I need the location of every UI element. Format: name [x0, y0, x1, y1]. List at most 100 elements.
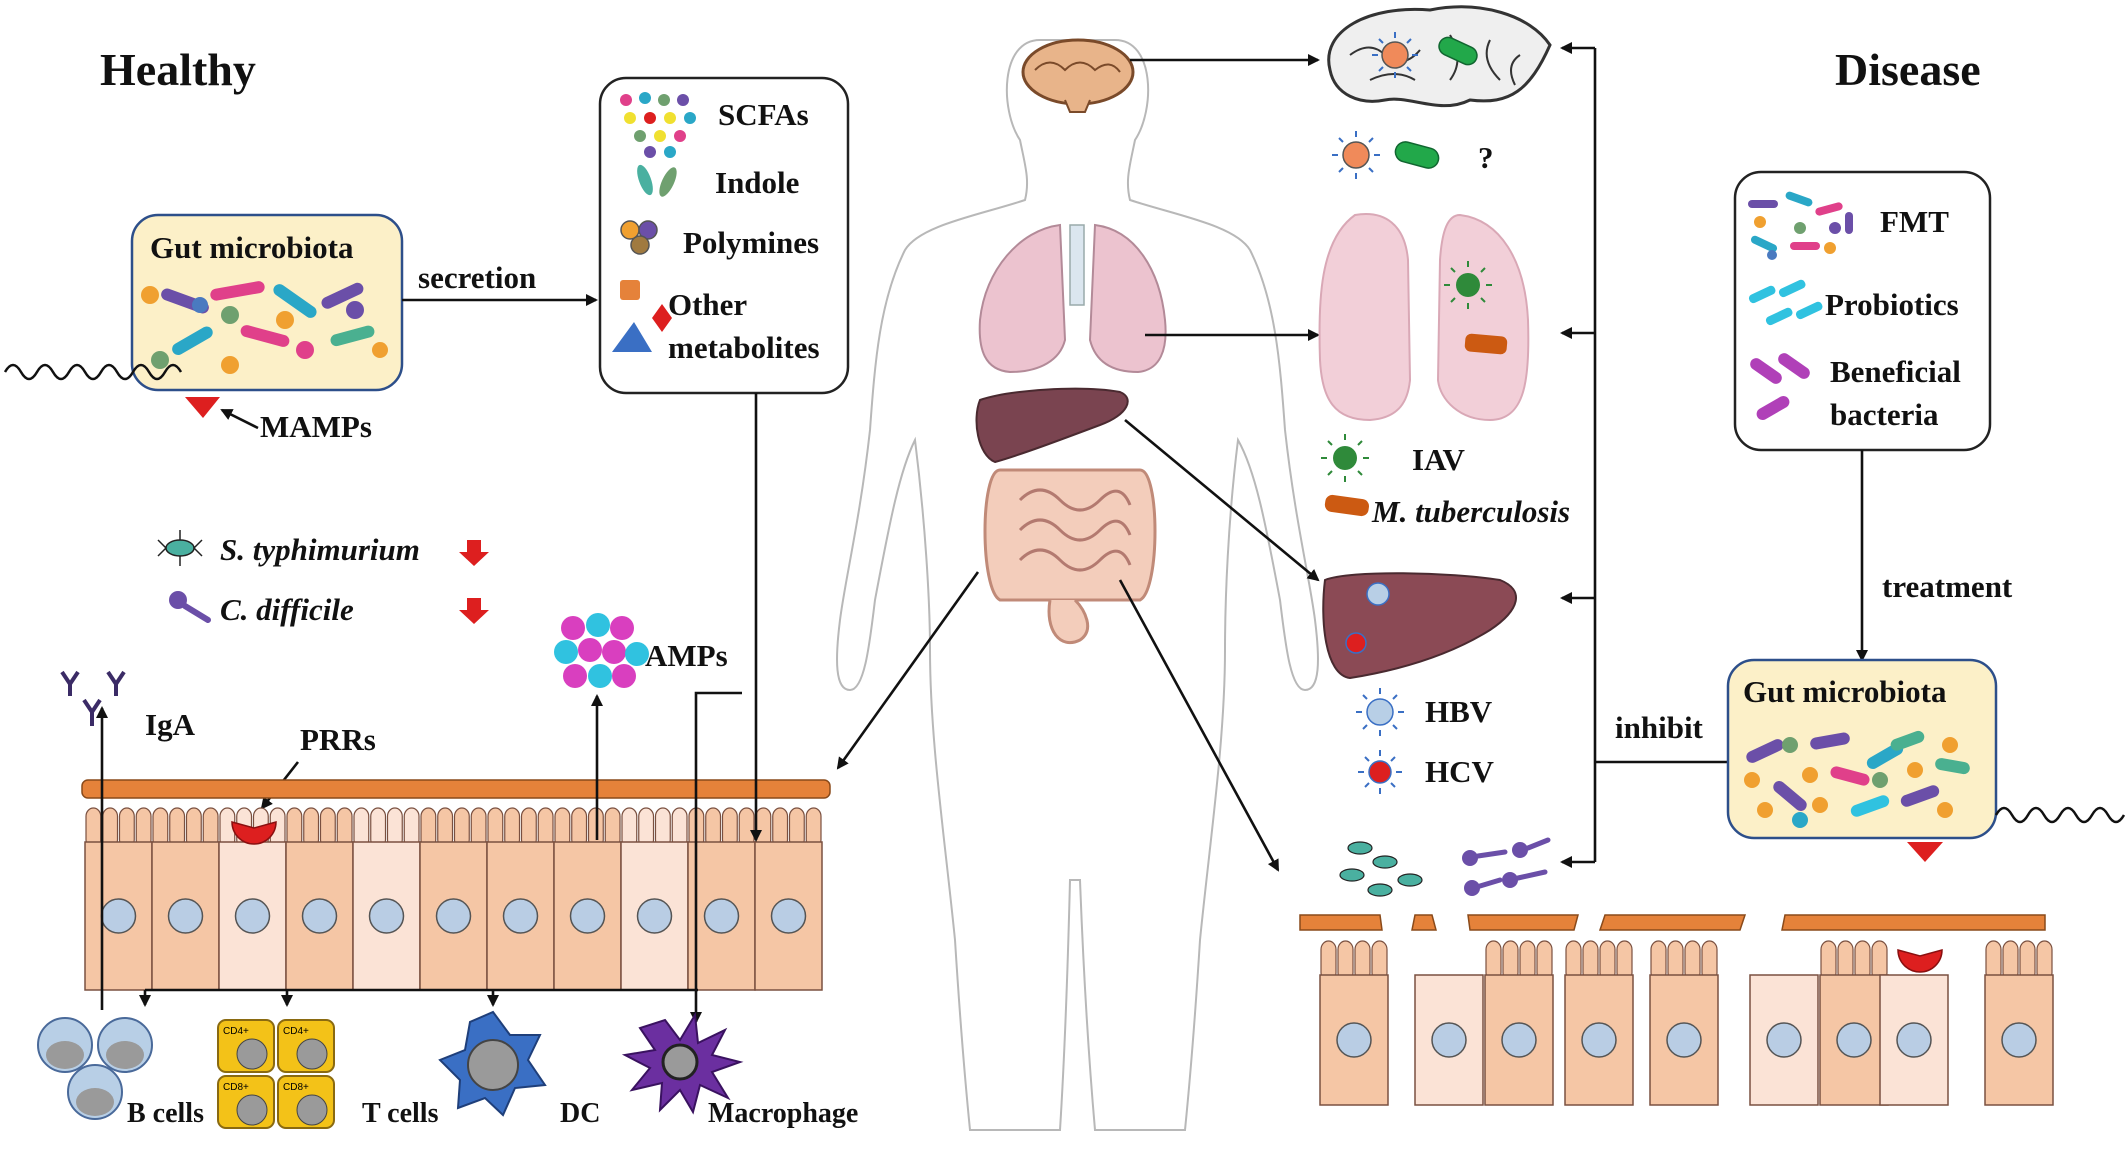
fmt-label: FMT — [1880, 204, 1949, 239]
amps-icon — [554, 613, 649, 688]
disease-pathogens-cluster — [1339, 837, 1551, 897]
disease-liver-icon — [1322, 572, 1517, 680]
m-tuberculosis-icon — [1324, 494, 1369, 517]
arrow-liver — [1124, 418, 1320, 582]
metabolites-label: metabolites — [668, 330, 820, 365]
body-intestine-icon — [983, 468, 1157, 644]
indole-label: Indole — [715, 165, 799, 200]
prrs-receptor-icon — [231, 821, 277, 845]
polymines-icon — [620, 220, 658, 255]
other-label: Other — [668, 287, 747, 322]
healthy-gut-microbiota-box: Gut microbiota — [130, 213, 404, 392]
mamps-label: MAMPs — [260, 409, 372, 444]
epithelial-cell — [1564, 940, 1634, 1106]
healthy-epithelium — [81, 779, 831, 991]
other-metabolite-square-icon — [620, 280, 640, 300]
arrow-gut-disease — [1118, 579, 1280, 872]
epithelial-cell — [553, 807, 622, 991]
s-typhimurium-icon — [157, 530, 203, 566]
indole-icon — [637, 164, 677, 197]
healthy-mucus-layer — [81, 779, 831, 799]
prrs-label: PRRs — [300, 722, 376, 757]
probiotics-label: Probiotics — [1825, 287, 1959, 322]
epithelial-cell — [419, 807, 488, 991]
healthy-wavy-line — [3, 363, 183, 381]
m-tuberculosis-label: M. tuberculosis — [1371, 494, 1570, 529]
beneficial-bacteria-icon — [1750, 353, 1810, 420]
iga-icon — [60, 670, 126, 726]
epithelial-cell — [754, 807, 823, 991]
macrophage-label: Macrophage — [708, 1098, 858, 1129]
epithelial-cell — [1414, 974, 1484, 1106]
epithelial-cell — [1819, 940, 1889, 1106]
dc-label: DC — [560, 1098, 600, 1129]
probiotics-icon — [1748, 279, 1823, 326]
s-typhimurium-down-arrow — [459, 540, 489, 566]
hcv-label: HCV — [1425, 754, 1495, 789]
treatment-box: FMT Probiotics Beneficial bacteria — [1733, 170, 1992, 452]
other-metabolite-diamond-icon — [652, 304, 672, 332]
iav-label: IAV — [1412, 442, 1465, 477]
cd-label-4: CD8+ — [283, 1082, 309, 1093]
scfas-label: SCFAs — [718, 97, 809, 132]
hbv-icon — [1356, 688, 1404, 736]
c-difficile-label: C. difficile — [220, 592, 354, 627]
disease-gut-box-title: Gut microbiota — [1743, 674, 1947, 709]
scfas-icon — [620, 92, 696, 158]
healthy-gut-box-title: Gut microbiota — [150, 230, 354, 265]
metabolites-box: SCFAs Indole Polymines Other metabolites — [598, 76, 850, 395]
bacteria-cluster-right — [1744, 730, 1970, 828]
polymines-label: Polymines — [683, 225, 819, 260]
healthy-title: Healthy — [100, 44, 256, 95]
disease-mucus-fragments — [1299, 914, 2046, 931]
disease-title: Disease — [1835, 44, 1981, 95]
epithelial-cell — [1749, 974, 1819, 1106]
epithelial-cell — [84, 807, 153, 991]
t-cells-label: T cells — [362, 1098, 439, 1129]
disease-epithelium — [1299, 914, 2054, 1106]
bacteria-label: bacteria — [1830, 397, 1939, 432]
unknown-pathogen-icons — [1332, 131, 1440, 179]
disease-brain-icon — [1327, 5, 1552, 108]
disease-wavy-line — [1994, 806, 2126, 824]
disease-gut-microbiota-box: Gut microbiota — [1726, 658, 1998, 840]
hbv-label: HBV — [1425, 694, 1493, 729]
epithelial-cell — [151, 807, 220, 991]
mamps-arrow — [220, 408, 259, 430]
disease-prrs-receptor-icon — [1897, 949, 1943, 973]
inhibit-label: inhibit — [1615, 710, 1704, 745]
epithelial-cell — [285, 807, 354, 991]
mamps-icon — [185, 397, 220, 418]
cd-label-2: CD4+ — [283, 1026, 309, 1037]
cd-label-1: CD4+ — [223, 1026, 249, 1037]
iga-label: IgA — [145, 707, 196, 742]
t-cells-icon: CD4+ CD4+ CD8+ CD8+ — [217, 1019, 335, 1129]
question-mark: ? — [1478, 140, 1494, 175]
dc-nucleus — [467, 1039, 519, 1091]
amps-label: AMPs — [645, 638, 728, 673]
other-metabolite-triangle-icon — [612, 322, 652, 352]
epithelial-cell — [486, 807, 555, 991]
macrophage-nucleus — [661, 1043, 699, 1081]
epithelial-cell — [1649, 940, 1719, 1106]
b-cells-icon — [37, 1017, 153, 1120]
disease-epithelial-cells — [1319, 940, 2054, 1106]
macrophage-link-path — [690, 691, 742, 1024]
bacteria-cluster-left — [141, 281, 388, 374]
body-liver-icon — [975, 387, 1129, 464]
treatment-label: treatment — [1882, 569, 2013, 604]
disease-lungs-icon — [1318, 213, 1530, 422]
iav-icon — [1321, 434, 1369, 482]
cd-label-3: CD8+ — [223, 1082, 249, 1093]
epithelial-cell — [1319, 940, 1389, 1106]
secretion-label: secretion — [418, 260, 536, 295]
c-difficile-down-arrow — [459, 598, 489, 624]
arrow-gut-healthy — [836, 571, 980, 770]
healthy-epithelial-cells — [84, 807, 823, 991]
epithelial-cell — [1879, 974, 1949, 1106]
body-brain-icon — [1021, 38, 1135, 113]
epithelial-cell — [352, 807, 421, 991]
fmt-icon — [1748, 191, 1853, 260]
beneficial-label: Beneficial — [1830, 354, 1961, 389]
